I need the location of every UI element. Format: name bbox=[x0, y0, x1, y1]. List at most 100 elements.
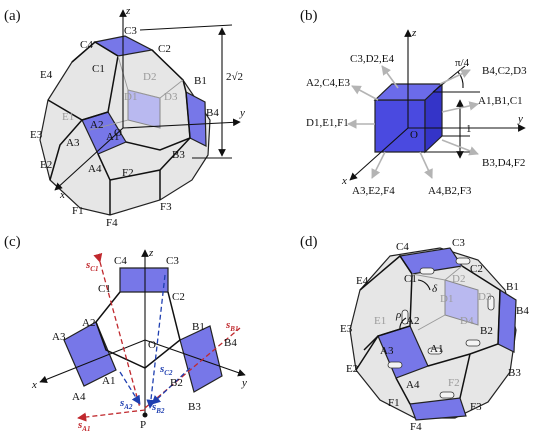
label-a-B3: B3 bbox=[172, 149, 185, 161]
vector-sB1 bbox=[144, 327, 241, 409]
panel-a-x-axis bbox=[54, 127, 124, 191]
label-a-D3: D3 bbox=[164, 91, 178, 103]
label-a-F3: F3 bbox=[160, 201, 172, 213]
label-d-F3: F3 bbox=[470, 401, 482, 413]
dir-label-bottom-left: A3,E2,F4 bbox=[352, 185, 395, 197]
panel-a-dimension: 2√2 bbox=[226, 71, 243, 83]
dir-label-top-left: C3,D2,E4 bbox=[350, 53, 395, 65]
label-a-C2: C2 bbox=[158, 43, 171, 55]
dir-arrow-bottom-right bbox=[419, 151, 433, 179]
label-d-B4: B4 bbox=[516, 305, 529, 317]
panel-c-label: (c) bbox=[4, 234, 21, 250]
panel-c: (c) z y x O P sC1 sB1 sA1 sC2 sA2 sB bbox=[4, 234, 247, 433]
label-d-A1: A1 bbox=[430, 343, 443, 355]
dir-arrow-right-down bbox=[441, 139, 479, 156]
panel-d-back-face bbox=[444, 279, 479, 326]
hinge-7 bbox=[387, 361, 403, 369]
label-c-C2: C2 bbox=[172, 291, 185, 303]
panel-a-hidden-edges2 bbox=[89, 119, 129, 131]
panel-b-cube-front bbox=[374, 99, 426, 153]
label-d-D4: D4 bbox=[460, 315, 474, 327]
panel-a-y-label: y bbox=[239, 107, 245, 119]
panel-a: (a) z y x O 2√2 C3 C4 C2 bbox=[4, 5, 245, 229]
panel-c-right-square bbox=[179, 325, 223, 393]
panel-b-x-axis bbox=[349, 127, 409, 181]
panel-d-bottom-face bbox=[409, 397, 467, 421]
label-d-D2: D2 bbox=[452, 273, 465, 285]
vector-sA1 bbox=[77, 409, 146, 422]
vector-label-sA2: sA2 bbox=[119, 397, 133, 411]
vector-sB2 bbox=[151, 367, 191, 405]
vector-label-sB2: sB2 bbox=[151, 401, 165, 415]
panel-c-top-square bbox=[119, 267, 169, 293]
dir-arrow-top-right bbox=[439, 69, 471, 85]
label-a-E4: E4 bbox=[40, 69, 53, 81]
panel-d-edges3 bbox=[395, 377, 411, 405]
panel-a-edges bbox=[47, 41, 119, 121]
panel-c-left-square bbox=[63, 321, 117, 387]
hinge-8 bbox=[439, 391, 455, 399]
panel-c-point-P bbox=[142, 412, 148, 418]
panel-d: (d) δ ρ C4 C3 C bbox=[300, 234, 529, 433]
vector-sC2 bbox=[146, 274, 166, 409]
panel-a-x-label: x bbox=[59, 189, 65, 201]
panel-d-edges5 bbox=[363, 335, 379, 351]
label-d-E4: E4 bbox=[356, 275, 369, 287]
label-d-D3: D3 bbox=[478, 291, 492, 303]
panel-d-hidden-edges2 bbox=[417, 314, 446, 331]
label-c-C1: C1 bbox=[98, 283, 111, 295]
label-a-A3: A3 bbox=[66, 137, 80, 149]
vector-label-sB1: sB1 bbox=[225, 319, 238, 333]
dir-label-top-right: B4,C2,D3 bbox=[482, 65, 527, 77]
label-d-C2: C2 bbox=[470, 263, 483, 275]
panel-d-edges1 bbox=[355, 254, 413, 371]
panel-b-origin-label: O bbox=[410, 129, 418, 141]
panel-b-side: 1 bbox=[466, 123, 472, 135]
panel-b-z-label: z bbox=[411, 27, 417, 39]
panel-a-origin-label: O bbox=[114, 127, 122, 139]
dir-arrow-left-up bbox=[351, 85, 379, 101]
dir-label-right-down: B3,D4,F2 bbox=[482, 157, 525, 169]
dir-label-bottom-right: A4,B2,F3 bbox=[428, 185, 472, 197]
panel-a-label: (a) bbox=[4, 8, 21, 24]
label-d-E2: E2 bbox=[346, 363, 358, 375]
label-d-A2: A2 bbox=[406, 315, 419, 327]
panel-a-body bbox=[39, 41, 211, 216]
panel-d-hidden-edges bbox=[411, 265, 463, 281]
panel-c-z-label: z bbox=[148, 247, 154, 259]
panel-c-hexagon bbox=[95, 291, 181, 369]
angle-delta: δ bbox=[432, 283, 438, 295]
hinge-5 bbox=[465, 339, 481, 347]
panel-a-z-label: z bbox=[125, 5, 131, 17]
label-c-A1: A1 bbox=[102, 375, 115, 387]
vector-label-sC1: sC1 bbox=[85, 259, 98, 273]
label-a-E1: E1 bbox=[62, 111, 74, 123]
label-a-C3: C3 bbox=[124, 25, 137, 37]
label-d-B1: B1 bbox=[506, 281, 519, 293]
dir-label-left-up: A2,C4,E3 bbox=[306, 77, 351, 89]
hinge-2 bbox=[455, 257, 471, 265]
hinge-6 bbox=[487, 295, 495, 311]
label-a-A1: A1 bbox=[106, 131, 119, 143]
label-d-D1: D1 bbox=[440, 293, 453, 305]
label-a-E2: E2 bbox=[40, 159, 52, 171]
delta-arc bbox=[417, 279, 431, 291]
label-c-B2: B2 bbox=[170, 377, 183, 389]
angle-rho: ρ bbox=[395, 309, 401, 321]
hinge-4 bbox=[427, 347, 443, 355]
label-d-A3: A3 bbox=[380, 345, 394, 357]
label-c-A4: A4 bbox=[72, 391, 86, 403]
panel-d-label: (d) bbox=[300, 234, 318, 250]
panel-c-y-axis bbox=[144, 339, 246, 377]
label-a-C4: C4 bbox=[80, 39, 93, 51]
label-a-F2: F2 bbox=[122, 167, 134, 179]
label-c-B1: B1 bbox=[192, 321, 205, 333]
label-d-F2: F2 bbox=[448, 377, 460, 389]
label-d-C3: C3 bbox=[452, 237, 465, 249]
label-a-C1: C1 bbox=[92, 63, 105, 75]
vector-label-sC2: sC2 bbox=[159, 363, 173, 377]
label-c-B4: B4 bbox=[224, 337, 237, 349]
label-d-F4: F4 bbox=[410, 421, 422, 433]
label-c-C4: C4 bbox=[114, 255, 127, 267]
panel-c-origin-label: O bbox=[148, 339, 156, 351]
